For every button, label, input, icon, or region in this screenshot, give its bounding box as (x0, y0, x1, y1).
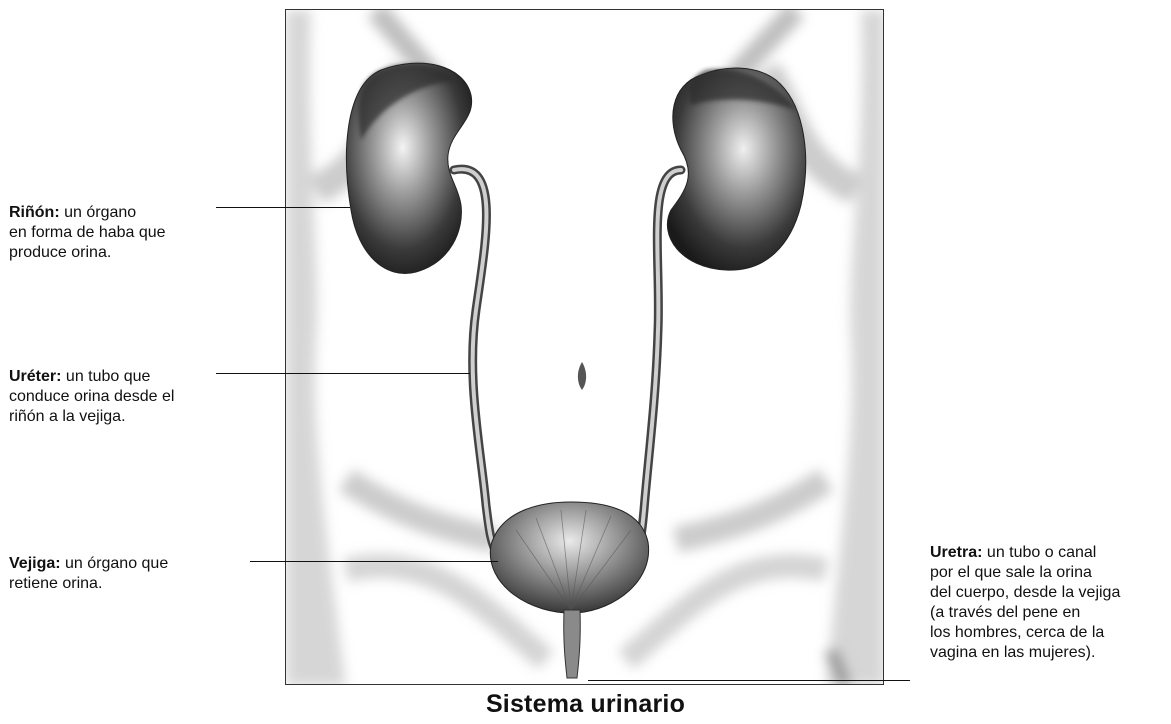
ureter-line-1: un tubo que (61, 368, 150, 385)
urethra-line-3: del cuerpo, desde la vejiga (930, 584, 1120, 601)
kidney-line-2: en forma de haba que (9, 224, 166, 241)
urethra-label: Uretra: un tubo o canal por el que sale … (930, 543, 1170, 663)
bladder-label: Vejiga: un órgano que retiene orina. (9, 554, 239, 594)
urethra-line-5: los hombres, cerca de la (930, 624, 1104, 641)
urethra (564, 610, 581, 678)
ureter-leader-line (216, 373, 470, 374)
ureters (454, 169, 681, 555)
ureter-line-2: conduce orina desde el (9, 388, 174, 405)
ureter-line-3: riñón a la vejiga. (9, 408, 126, 425)
urethra-line-1: un tubo o canal (982, 544, 1096, 561)
ureter-term: Uréter: (9, 368, 61, 385)
kidney-term: Riñón: (9, 204, 60, 221)
bladder-line-2: retiene orina. (9, 575, 102, 592)
kidney-line-1: un órgano (60, 204, 137, 221)
kidney-leader-line (216, 207, 350, 208)
ureter-label: Uréter: un tubo que conduce orina desde … (9, 367, 214, 427)
kidney-label: Riñón: un órgano en forma de haba que pr… (9, 203, 214, 263)
bladder-line-1: un órgano que (61, 555, 169, 572)
urethra-line-6: vagina en las mujeres). (930, 644, 1095, 661)
navel (578, 362, 586, 390)
bladder (490, 502, 648, 613)
anatomy-illustration-frame (285, 9, 884, 685)
urethra-term: Uretra: (930, 544, 982, 561)
kidney-line-3: produce orina. (9, 244, 111, 261)
urethra-line-4: (a través del pene en (930, 604, 1080, 621)
urinary-system-illustration (286, 10, 884, 685)
bladder-term: Vejiga: (9, 555, 61, 572)
diagram-title: Sistema urinario (0, 690, 1171, 719)
urethra-line-2: por el que sale la orina (930, 564, 1092, 581)
urethra-leader-line (588, 680, 910, 681)
bladder-leader-line (250, 561, 498, 562)
kidney-right (667, 68, 805, 270)
